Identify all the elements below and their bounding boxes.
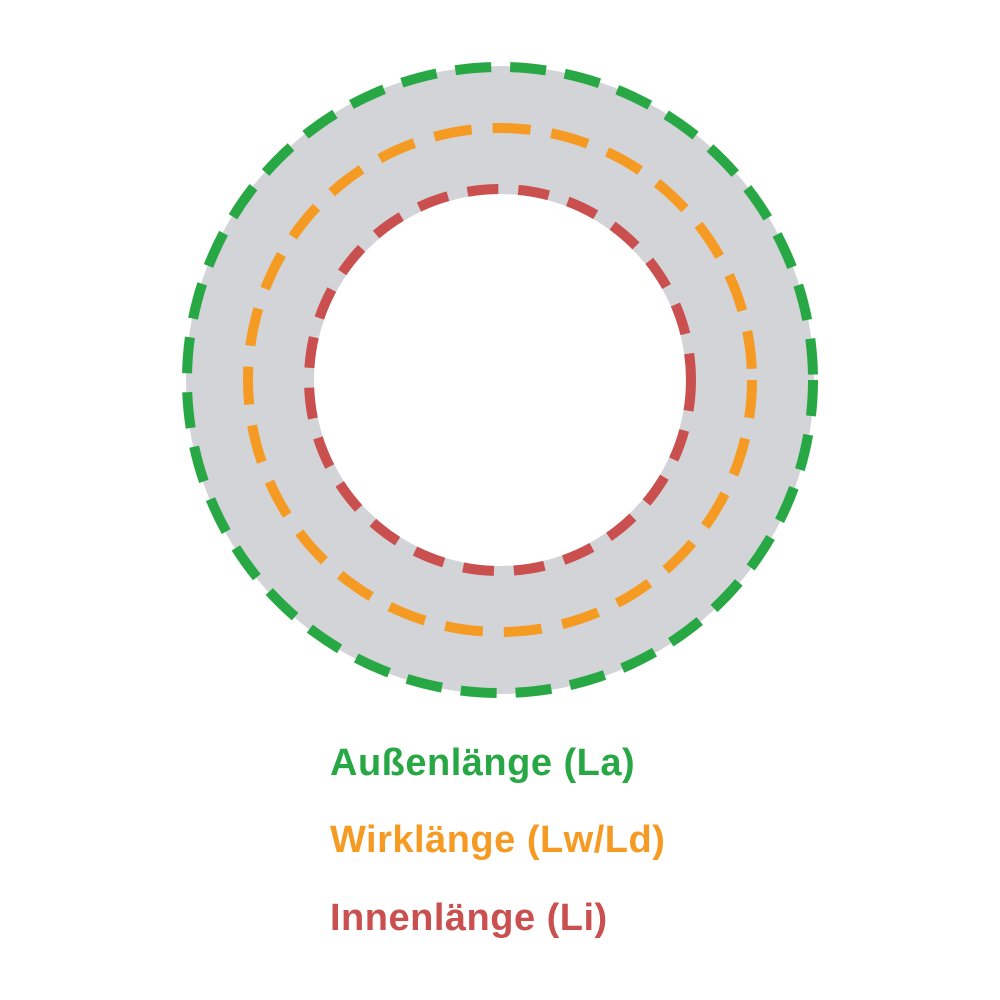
- inner-length-circle: [304, 184, 696, 576]
- inner-length-label: Innenlänge (Li): [330, 896, 608, 939]
- legend: Außenlänge (La) Wirklänge (Lw/Ld) Innenl…: [330, 740, 665, 941]
- outer-length-label: Außenlänge (La): [330, 742, 636, 784]
- belt-ring-graphic: [182, 62, 818, 698]
- effective-length-label: Wirklänge (Lw/Ld): [330, 819, 666, 862]
- effective-length-circle: [243, 123, 757, 637]
- outer-length-circle: [182, 62, 818, 698]
